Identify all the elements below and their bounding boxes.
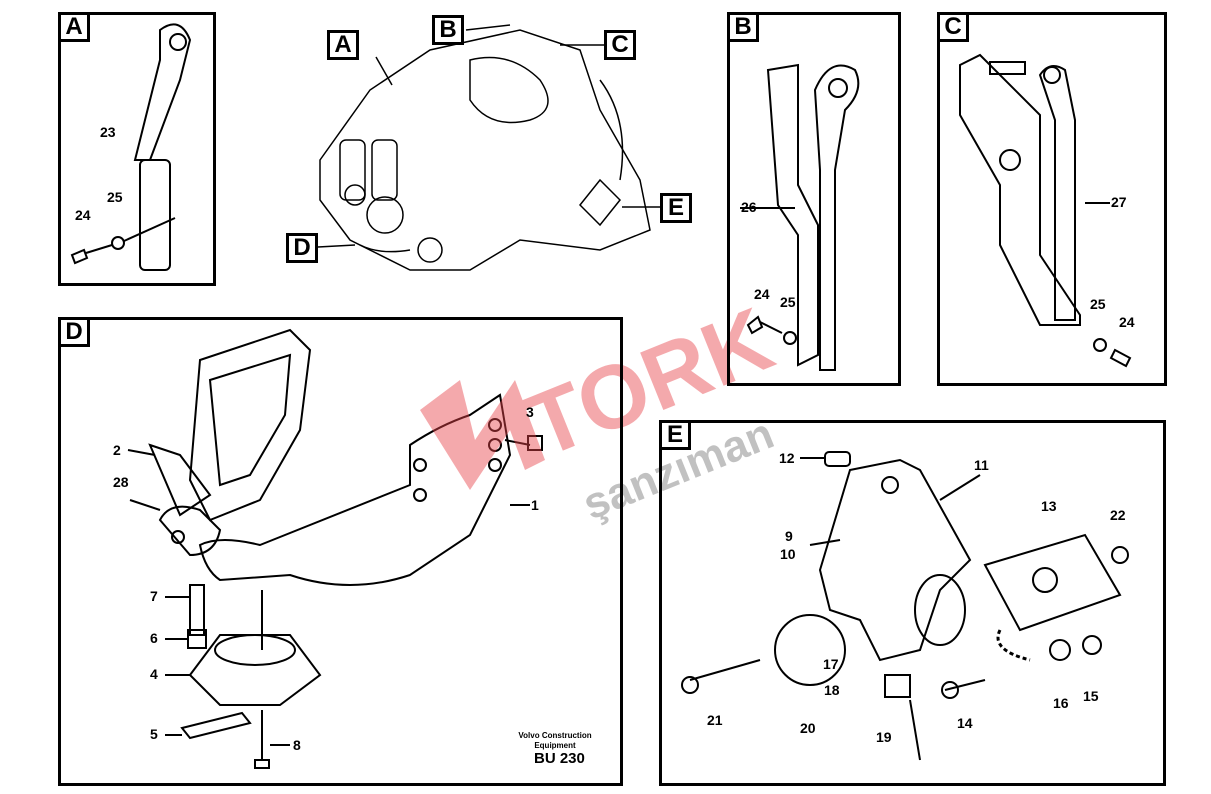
part-label: 20 — [800, 720, 816, 736]
bracket-27-drawing — [959, 53, 1132, 368]
callout-d: D — [286, 233, 318, 263]
drawing-code: BU 230 — [534, 750, 585, 767]
part-label: 25 — [780, 294, 796, 310]
part-label: 21 — [707, 712, 723, 728]
part-label: 12 — [779, 450, 795, 466]
engine-mount-e-drawing — [681, 451, 1129, 761]
part-label: 6 — [150, 630, 158, 646]
panel-letter: E — [659, 420, 691, 450]
panel-letter: D — [58, 317, 90, 347]
engine-mount-assembly-drawing — [127, 328, 543, 769]
panel-letter: C — [937, 12, 969, 42]
part-label: 8 — [293, 737, 301, 753]
part-label: 3 — [526, 404, 534, 420]
part-label: 28 — [113, 474, 129, 490]
engine-overview-drawing — [317, 24, 660, 271]
callout-e: E — [660, 193, 692, 223]
part-label: 25 — [1090, 296, 1106, 312]
part-label: 2 — [113, 442, 121, 458]
part-label: 19 — [876, 729, 892, 745]
bracket-26-drawing — [740, 63, 860, 371]
part-label: 24 — [1119, 314, 1135, 330]
panel-letter: B — [727, 12, 759, 42]
panel-a: A — [58, 12, 216, 286]
part-label: 14 — [957, 715, 973, 731]
callout-b: B — [432, 15, 464, 45]
manufacturer-text: Volvo Construction Equipment — [518, 731, 592, 750]
panel-d: D — [58, 317, 623, 786]
bracket-23-drawing — [70, 23, 192, 271]
part-label: 7 — [150, 588, 158, 604]
part-label: 4 — [150, 666, 158, 682]
part-label: 22 — [1110, 507, 1126, 523]
part-label: 15 — [1083, 688, 1099, 704]
part-label: 9 — [785, 528, 793, 544]
part-label: 13 — [1041, 498, 1057, 514]
part-label: 26 — [741, 199, 757, 215]
part-label: 5 — [150, 726, 158, 742]
part-label: 23 — [100, 124, 116, 140]
part-label: 24 — [75, 207, 91, 223]
callout-c: C — [604, 30, 636, 60]
part-label: 11 — [974, 457, 989, 473]
part-label: 27 — [1111, 194, 1127, 210]
part-label: 17 — [823, 656, 839, 672]
callout-a: A — [327, 30, 359, 60]
part-label: 18 — [824, 682, 840, 698]
panel-c: C — [937, 12, 1167, 386]
part-label: 1 — [531, 497, 539, 513]
panel-e: E — [659, 420, 1166, 786]
part-label: 10 — [780, 546, 796, 562]
part-label: 24 — [754, 286, 770, 302]
part-label: 16 — [1053, 695, 1069, 711]
panel-letter: A — [58, 12, 90, 42]
panel-b: B — [727, 12, 901, 386]
part-label: 25 — [107, 189, 123, 205]
